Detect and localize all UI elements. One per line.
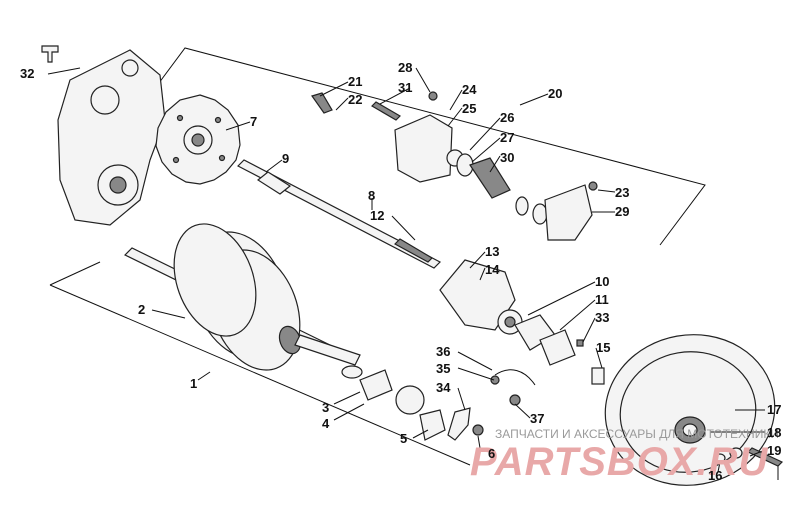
brake-disc (155, 94, 241, 185)
callout-8: 8 (368, 188, 375, 203)
callout-20: 20 (548, 86, 562, 101)
callout-26: 26 (500, 110, 514, 125)
callout-18: 18 (767, 425, 781, 440)
chaincase-housing (41, 45, 166, 226)
callout-29: 29 (615, 204, 629, 219)
callout-33: 33 (595, 310, 609, 325)
callout-25: 25 (462, 101, 476, 116)
callout-12: 12 (370, 208, 384, 223)
leader-lines (47, 67, 779, 480)
callout-14: 14 (485, 262, 500, 277)
callout-23: 23 (615, 185, 629, 200)
callout-11: 11 (595, 292, 609, 307)
callout-17: 17 (767, 402, 781, 417)
callout-37: 37 (530, 411, 544, 426)
drive-shaft (236, 159, 442, 269)
watermark: ЗАПЧАСТИ И АКСЕССУАРЫ ДЛЯ МОТОТЕХНИКИ PA… (470, 427, 779, 484)
speed-sensor-parts (341, 365, 536, 441)
callout-10: 10 (595, 274, 609, 289)
callout-3: 3 (322, 400, 329, 415)
watermark-logo: PARTSBOX.RU (470, 440, 769, 484)
callout-2: 2 (138, 302, 145, 317)
callout-27: 27 (500, 130, 514, 145)
driven-pulley (604, 334, 784, 486)
callout-34: 34 (436, 380, 451, 395)
callout-31: 31 (398, 80, 412, 95)
callout-32: 32 (20, 66, 34, 81)
callout-5: 5 (400, 431, 407, 446)
lower-assembly-frame (49, 261, 471, 466)
callout-labels: 32 7 9 8 12 2 1 21 22 28 31 20 24 25 26 … (20, 60, 781, 483)
callout-7: 7 (250, 114, 257, 129)
brake-caliper-assembly (311, 91, 598, 241)
callout-36: 36 (436, 344, 450, 359)
callout-35: 35 (436, 361, 450, 376)
callout-9: 9 (282, 151, 289, 166)
bearing-housing (439, 259, 605, 385)
callout-6: 6 (488, 446, 495, 461)
callout-22: 22 (348, 92, 362, 107)
callout-4: 4 (322, 416, 330, 431)
callout-21: 21 (348, 74, 362, 89)
drive-sprocket-assembly (123, 223, 361, 371)
callout-30: 30 (500, 150, 514, 165)
callout-1: 1 (190, 376, 197, 391)
callout-19: 19 (767, 443, 781, 458)
callout-15: 15 (596, 340, 610, 355)
callout-28: 28 (398, 60, 412, 75)
callout-13: 13 (485, 244, 499, 259)
callout-16: 16 (708, 468, 722, 483)
upper-assembly-frame (149, 47, 706, 246)
watermark-caption: ЗАПЧАСТИ И АКСЕССУАРЫ ДЛЯ МОТОТЕХНИКИ (495, 427, 779, 441)
callout-24: 24 (462, 82, 477, 97)
